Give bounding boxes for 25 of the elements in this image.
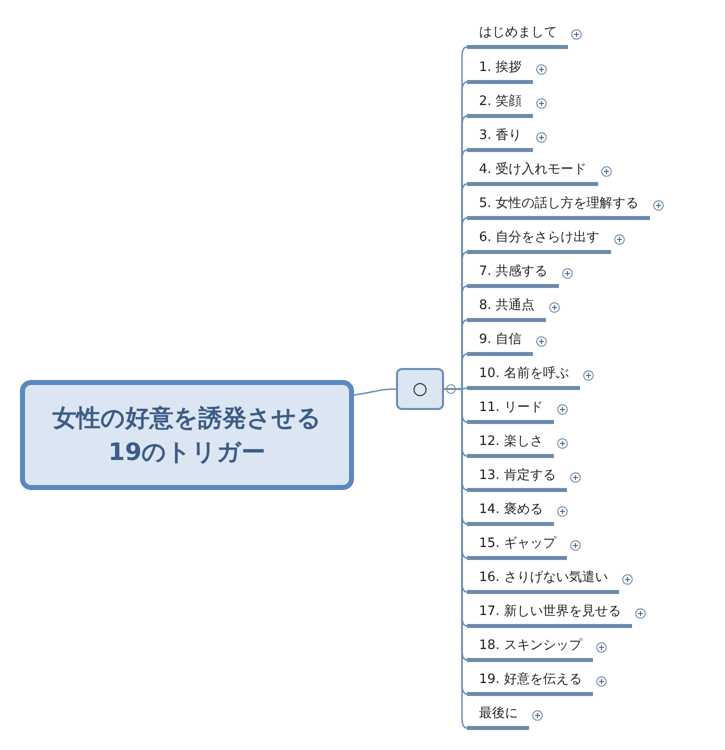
- connector-line: [354, 388, 396, 396]
- branch-topic: 6. 自分をさらけ出す: [467, 229, 611, 254]
- branch-topic: 7. 共感する: [467, 263, 559, 288]
- branch-topic: 最後に: [467, 705, 529, 730]
- branch-topic: 5. 女性の話し方を理解する: [467, 195, 650, 220]
- branch-topic: 15. ギャップ: [467, 535, 567, 560]
- branch-topic: 4. 受け入れモード: [467, 161, 598, 186]
- subtopic-box: ○: [396, 368, 444, 410]
- branch-topic: 18. スキンシップ: [467, 637, 593, 662]
- branch-topic: 1. 挨拶: [467, 59, 533, 84]
- branch-topic: 2. 笑顔: [467, 93, 533, 118]
- branch-topic: はじめまして: [467, 24, 568, 49]
- branch-topic: 17. 新しい世界を見せる: [467, 603, 632, 628]
- branch-topic: 8. 共通点: [467, 297, 546, 322]
- branch-topic: 9. 自信: [467, 331, 533, 356]
- branch-topic: 14. 褒める: [467, 501, 554, 526]
- branch-topic: 13. 肯定する: [467, 467, 567, 492]
- branch-topic: 11. リード: [467, 399, 554, 424]
- branch-topic: 19. 好意を伝える: [467, 671, 593, 696]
- branch-topic: 10. 名前を呼ぶ: [467, 365, 580, 390]
- branch-topic: 12. 楽しさ: [467, 433, 554, 458]
- title-text: 女性の好意を誘発させる19のトリガー: [52, 404, 322, 466]
- topic-box: [20, 380, 354, 490]
- branch-topic: 3. 香り: [467, 127, 533, 152]
- branch-topic: 16. さりげない気遣い: [467, 569, 619, 594]
